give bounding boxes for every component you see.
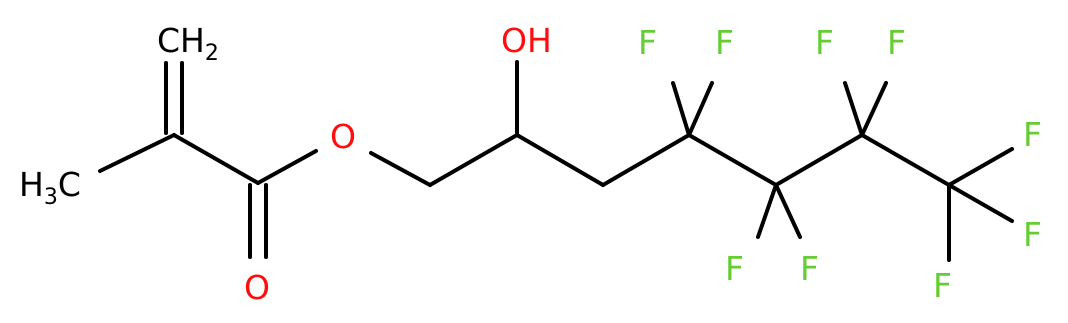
label-fluorine-9: F xyxy=(933,266,952,305)
bond-chain-4 xyxy=(687,133,778,187)
bond-cf-6 xyxy=(860,81,888,137)
bond-cf-5 xyxy=(843,81,864,137)
bonds xyxy=(98,60,1014,262)
label-fluorine-6: F xyxy=(725,249,744,288)
label-fluorine-4: F xyxy=(887,23,906,62)
bond-cf-2 xyxy=(687,81,714,137)
bond-cf-3 xyxy=(756,183,778,239)
label-fluorine-7: F xyxy=(800,249,819,288)
bond-ch3 xyxy=(98,133,176,173)
bond-ester-2 xyxy=(369,151,432,187)
label-fluorine-3: F xyxy=(815,23,834,62)
bond-cf-4 xyxy=(774,183,802,239)
label-ester-oxygen: O xyxy=(330,117,356,156)
label-ch3: H3C xyxy=(19,165,81,210)
bond-cf-7 xyxy=(947,147,1014,187)
label-carbonyl-oxygen: O xyxy=(244,268,270,307)
label-hydroxyl: OH xyxy=(501,21,552,60)
bond-cf-1 xyxy=(671,81,691,137)
bond-chain-2 xyxy=(515,133,605,187)
bond-cf-8 xyxy=(947,183,1014,223)
label-fluorine-5: F xyxy=(1023,115,1042,154)
label-ch2: CH2 xyxy=(157,21,219,66)
label-fluorine-1: F xyxy=(638,23,657,62)
label-fluorine-8: F xyxy=(1023,215,1042,254)
bond-c-carbonyl xyxy=(172,133,260,185)
label-fluorine-2: F xyxy=(715,23,734,62)
bond-chain-3 xyxy=(601,133,691,187)
bond-ester-1 xyxy=(256,149,318,185)
bond-chain-6 xyxy=(860,133,951,187)
bond-chain-1 xyxy=(428,133,519,187)
atom-labels: CH2 H3C O O OH F F F F F F F F F xyxy=(19,21,1042,307)
bond-chain-5 xyxy=(774,133,864,187)
